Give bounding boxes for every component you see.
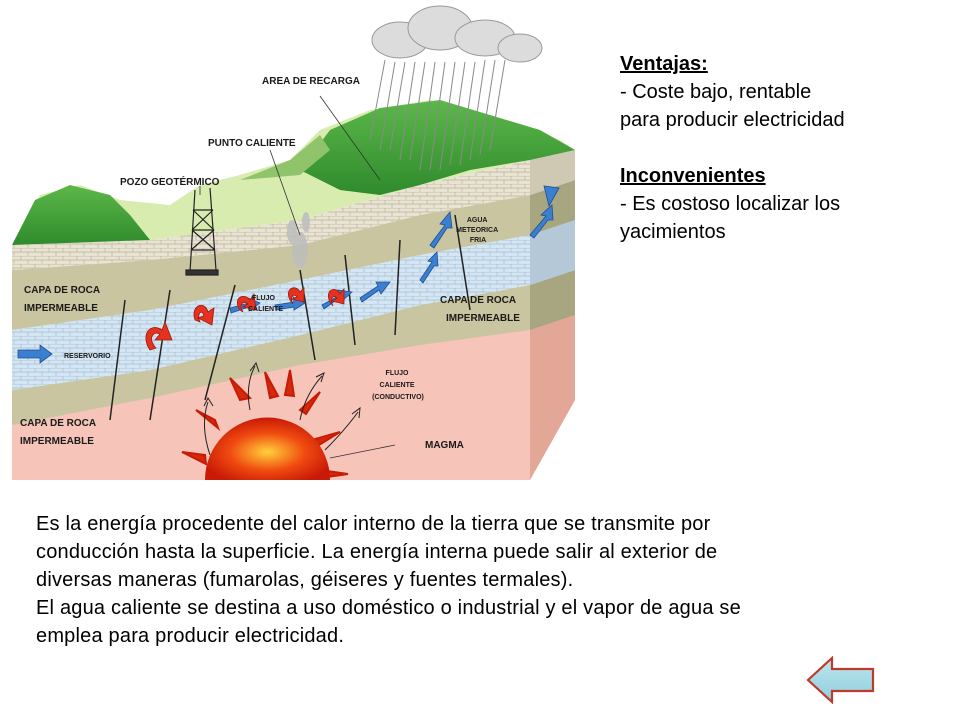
hot-flow-arrows — [145, 287, 345, 351]
label-rock-left-bottom: CAPA DE ROCA IMPERMEABLE — [20, 418, 99, 447]
spacer — [620, 134, 950, 162]
paragraph-line-3: diversas maneras (fumarolas, géiseres y … — [36, 569, 574, 591]
advantages-title: Ventajas: — [620, 53, 708, 75]
rain-cloud — [371, 5, 543, 63]
magma-icon — [181, 369, 349, 480]
paragraph-line-4: El agua caliente se destina a uso domést… — [36, 597, 741, 619]
back-arrow-icon — [806, 656, 875, 704]
paragraph-line-5: emplea para producir electricidad. — [36, 625, 345, 647]
disadvantages-title: Inconvenientes — [620, 165, 766, 187]
description-paragraph: Es la energía procedente del calor inter… — [36, 510, 916, 650]
advantages-line-1: - Coste bajo, rentable — [620, 81, 812, 103]
label-hot-spot: PUNTO CALIENTE — [208, 138, 296, 149]
label-geothermal-well: POZO GEOTÉRMICO — [120, 175, 220, 188]
aquifer-layer — [12, 150, 575, 270]
paragraph-line-2: conducción hasta la superficie. La energ… — [36, 541, 718, 563]
label-magma: MAGMA — [425, 440, 464, 451]
well-tower-icon — [185, 187, 219, 276]
label-reservoir: RESERVORIO — [64, 353, 111, 360]
label-recharge-area: AREA DE RECARGA — [262, 76, 360, 87]
steam-icon — [287, 212, 310, 268]
geothermal-diagram: AREA DE RECARGA PUNTO CALIENTE POZO GEOT… — [12, 5, 575, 480]
rain-icon — [369, 59, 506, 171]
advantages-line-2: para producir electricidad — [620, 109, 845, 131]
label-hot-flow: FLUJO CALIENTE — [248, 295, 283, 313]
disadvantages-line-2: yacimientos — [620, 221, 726, 243]
label-conductive-flow: FLUJO CALIENTE (CONDUCTIVO) — [372, 370, 424, 401]
pros-cons-panel: Ventajas: - Coste bajo, rentable para pr… — [620, 50, 950, 246]
back-button[interactable] — [806, 656, 876, 704]
magma-zone — [12, 315, 575, 480]
lower-rock-layer — [12, 270, 575, 425]
label-rock-left-top: CAPA DE ROCA IMPERMEABLE — [24, 285, 103, 314]
label-rock-right: CAPA DE ROCA IMPERMEABLE — [440, 295, 520, 324]
label-cold-water: AGUA METEORICA FRIA — [456, 217, 500, 244]
disadvantages-line-1: - Es costoso localizar los — [620, 193, 841, 215]
paragraph-line-1: Es la energía procedente del calor inter… — [36, 513, 711, 535]
